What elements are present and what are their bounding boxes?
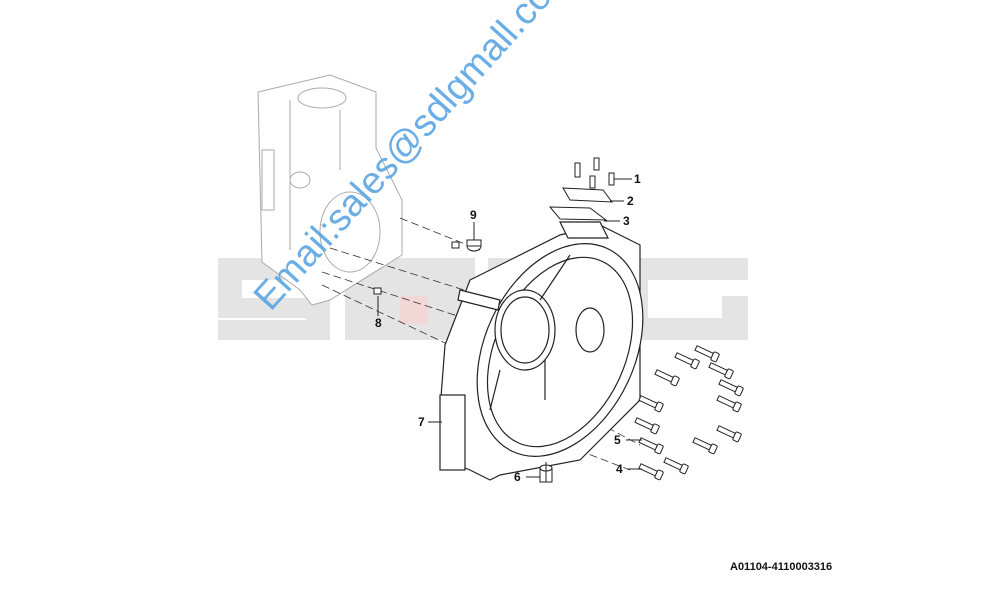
gasket-3 bbox=[548, 206, 608, 221]
callout-2: 2 bbox=[627, 194, 634, 208]
plug-9 bbox=[466, 239, 482, 252]
callout-5: 5 bbox=[614, 433, 621, 447]
bolt-icon bbox=[638, 463, 664, 481]
callout-3: 3 bbox=[623, 214, 630, 228]
bolt-icon bbox=[638, 437, 664, 455]
bolt-icon bbox=[708, 362, 734, 380]
flywheel-housing bbox=[439, 221, 644, 481]
dowel-pins-8 bbox=[373, 241, 460, 295]
bolt-icon bbox=[634, 417, 660, 435]
bolt-icon bbox=[663, 457, 689, 475]
bolt-icon bbox=[716, 395, 742, 413]
bolt-icon bbox=[716, 425, 742, 443]
bolt-icon bbox=[654, 369, 680, 387]
gasket-2 bbox=[562, 187, 614, 203]
callout-6: 6 bbox=[514, 470, 521, 484]
engine-block bbox=[257, 74, 403, 306]
bolt-icon bbox=[718, 379, 744, 397]
bolt-icon bbox=[692, 437, 718, 455]
bolt-icon bbox=[674, 352, 700, 370]
bolt-icon bbox=[694, 345, 720, 363]
callout-4: 4 bbox=[616, 462, 623, 476]
callout-9: 9 bbox=[470, 208, 477, 222]
cover-screws-1 bbox=[574, 157, 615, 189]
bolt-icon bbox=[638, 395, 664, 413]
figure-code: A01104-4110003316 bbox=[730, 561, 833, 573]
leader-lines bbox=[377, 178, 642, 482]
callout-7: 7 bbox=[418, 415, 425, 429]
callout-1: 1 bbox=[634, 172, 641, 186]
housing-bolts-4-5 bbox=[634, 345, 744, 481]
callout-8: 8 bbox=[375, 316, 382, 330]
